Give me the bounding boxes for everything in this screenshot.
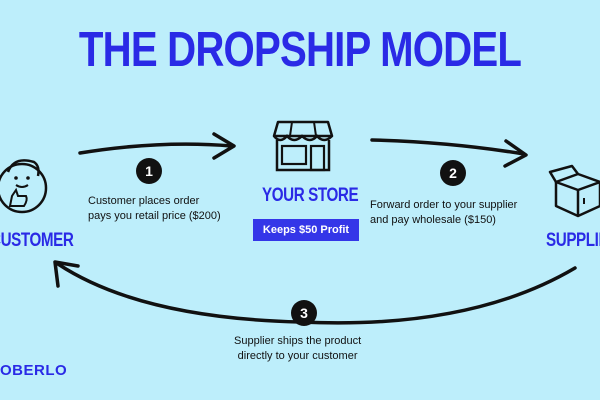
profit-badge: Keeps $50 Profit — [253, 219, 359, 241]
customer-label: CUSTOMER — [0, 230, 74, 251]
brand-logo: OBERLO — [0, 362, 68, 379]
supplier-box-icon — [548, 164, 600, 218]
supplier-label: SUPPLIER — [546, 230, 600, 251]
step-2-badge: 2 — [440, 160, 466, 186]
store-label: YOUR STORE — [262, 185, 359, 206]
step-2-caption: Forward order to your supplier and pay w… — [370, 199, 518, 226]
step-3-caption: Supplier ships the product directly to y… — [234, 335, 362, 362]
arrow-store-to-supplier — [370, 138, 526, 156]
customer-icon — [0, 159, 48, 214]
step-3-badge: 3 — [291, 300, 317, 326]
step-1-caption: Customer places order pays you retail pr… — [88, 195, 221, 222]
arrow-customer-to-store — [78, 142, 234, 155]
step-1-badge: 1 — [136, 158, 162, 184]
diagram-title: THE DROPSHIP MODEL — [78, 23, 522, 77]
store-icon — [272, 120, 334, 172]
